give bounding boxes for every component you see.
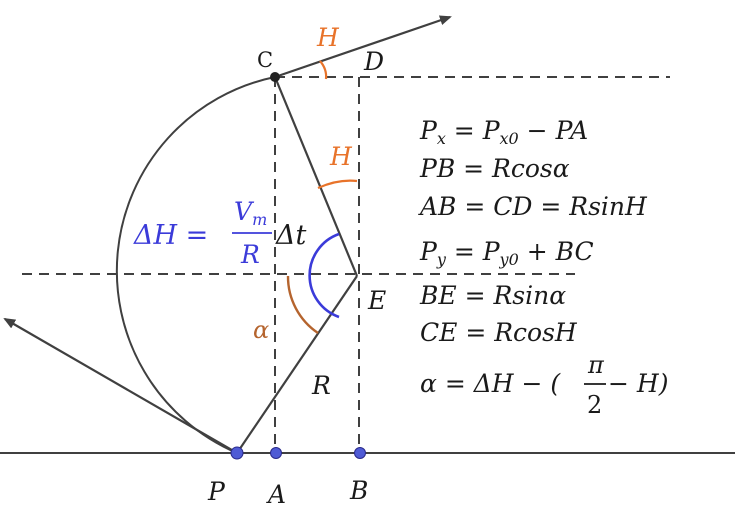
velocity-arrow-p [3, 317, 238, 454]
label-h-mid: H [329, 142, 353, 171]
equation-alpha-num: π [587, 351, 605, 379]
label-c: C [257, 48, 273, 72]
angle-arc-alpha [286, 275, 319, 334]
angle-arc-h-mid [317, 179, 358, 190]
equation-alpha-tail: − H) [608, 369, 668, 398]
equation-ab: AB = CD = RsinH [418, 192, 648, 221]
delta-formula-rhs: Δt [275, 220, 306, 251]
equation-px: Px = Px0 − PA [419, 116, 588, 148]
equation-py: Py = Py0 + BC [419, 237, 594, 269]
label-p: P [207, 477, 226, 506]
turn-arc [115, 76, 276, 454]
label-alpha: α [253, 316, 269, 344]
angle-arc-h-top [319, 60, 328, 80]
label-d: D [363, 47, 384, 76]
equation-alpha-head: α = ΔH − ( [420, 369, 561, 398]
delta-formula-lhs: ΔH = [133, 220, 208, 251]
segment-pe [236, 275, 358, 454]
label-h-top: H [316, 23, 340, 52]
delta-num-sub: m [252, 210, 267, 229]
equation-be: BE = Rsinα [419, 281, 566, 310]
label-r: R [311, 371, 331, 400]
delta-formula-den: R [240, 240, 260, 269]
delta-num-main: V [234, 197, 255, 226]
point-p [230, 446, 244, 460]
segment-ce [273, 76, 359, 277]
angle-arc-delta [308, 232, 340, 319]
velocity-arrow-c [274, 15, 452, 79]
label-e: E [367, 286, 386, 315]
label-a: A [266, 480, 286, 509]
point-b [354, 447, 366, 459]
label-b: B [349, 476, 368, 505]
equation-alpha-den: 2 [587, 391, 602, 419]
point-c [270, 72, 280, 82]
equation-pb: PB = Rcosα [419, 154, 570, 183]
delta-formula-num: Vm [234, 197, 267, 229]
equation-ce: CE = RcosH [420, 318, 578, 347]
point-a [270, 447, 282, 459]
